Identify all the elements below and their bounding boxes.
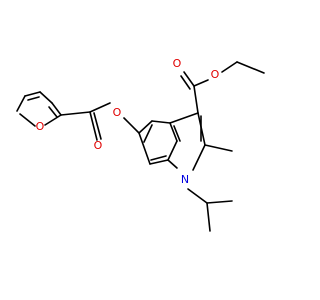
bond <box>16 95 26 112</box>
bond <box>138 120 153 134</box>
bond <box>89 102 111 113</box>
bond <box>221 61 238 73</box>
bond <box>167 140 178 161</box>
bond <box>180 75 191 90</box>
structure-diagram: O O O O O N <box>16 57 265 232</box>
bond <box>236 61 265 74</box>
bond <box>192 144 206 171</box>
bond <box>169 112 199 124</box>
atom-label-ester-o-ethyl: O <box>211 68 220 81</box>
bond <box>93 112 102 140</box>
furoate-ester <box>60 102 140 141</box>
bond <box>48 106 58 118</box>
furan-ring <box>16 91 62 127</box>
isopropyl-group <box>187 188 233 232</box>
bond <box>89 111 98 141</box>
bond <box>44 114 62 126</box>
benzene-ring <box>138 120 181 165</box>
atom-label-carbonyl-o-furoate: O <box>94 139 103 152</box>
bond <box>167 159 178 169</box>
bond <box>143 124 153 143</box>
pyrrole-ring <box>167 112 206 171</box>
bond <box>39 91 53 104</box>
bond <box>149 159 169 165</box>
bond <box>183 71 195 87</box>
atom-label-ester-o-furoate: O <box>113 106 122 119</box>
bond <box>60 111 91 116</box>
bond <box>187 188 208 204</box>
bond <box>51 102 62 116</box>
bond <box>151 120 171 124</box>
molecule-svg: O O O O O N <box>16 57 265 232</box>
bond <box>150 155 167 161</box>
bond <box>123 117 140 134</box>
methyl-bond <box>204 144 233 152</box>
bond <box>169 122 178 142</box>
bond <box>206 200 233 204</box>
atom-label-indole-n: N <box>181 173 189 186</box>
bond <box>206 202 211 232</box>
atom-label-carbonyl-o-ethyl: O <box>173 57 182 70</box>
bond <box>138 132 151 165</box>
bond <box>173 125 181 142</box>
atom-label-furan-o: O <box>36 120 45 133</box>
bond <box>193 85 199 114</box>
ethyl-ester <box>180 61 265 114</box>
bond <box>27 96 40 101</box>
bond <box>193 79 209 87</box>
bond <box>24 91 41 97</box>
bond <box>19 113 36 127</box>
